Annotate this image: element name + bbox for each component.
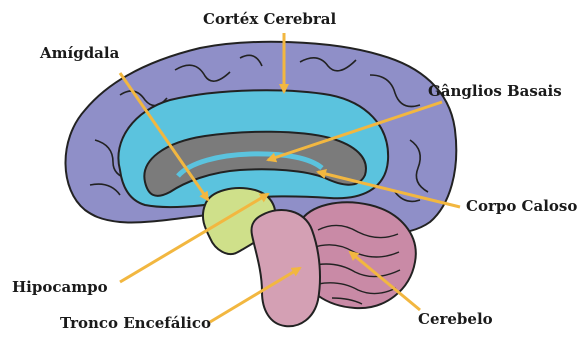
label-cortex-cerebral: Cortéx Cerebral: [203, 12, 336, 27]
label-ganglios-basais: Gânglios Basais: [428, 84, 562, 99]
tronco-encefalico-region: [251, 210, 320, 326]
label-cerebelo: Cerebelo: [418, 312, 493, 327]
label-corpo-caloso: Corpo Caloso: [466, 199, 577, 214]
label-hipocampo: Hipocampo: [12, 280, 108, 295]
label-amigdala: Amígdala: [40, 46, 119, 61]
label-tronco-encefalico: Tronco Encefálico: [60, 316, 211, 331]
